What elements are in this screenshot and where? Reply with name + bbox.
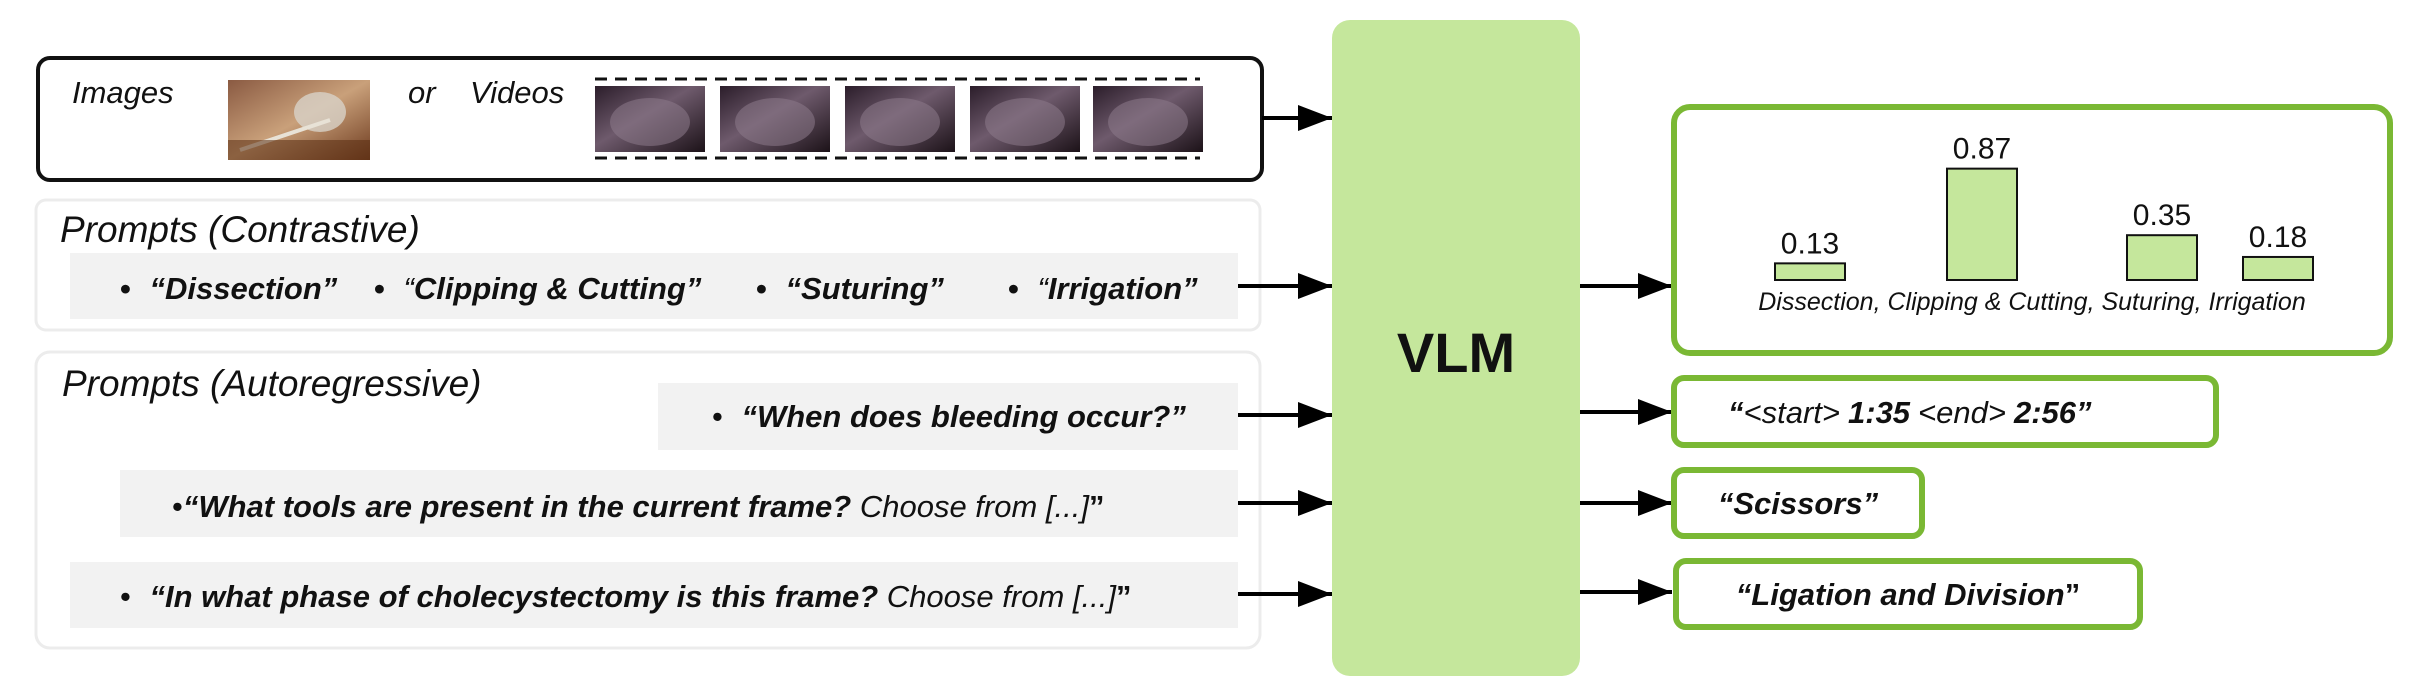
- images-label: Images: [72, 75, 174, 110]
- question-choose: Choose from [...]: [851, 489, 1090, 524]
- temporal-output: “<start>1:35<end>2:56”: [1728, 395, 2092, 430]
- question-text: “When does bleeding occur?”: [741, 399, 1186, 434]
- autoregressive-q2: •“What tools are present in the current …: [172, 489, 1104, 524]
- video-filmstrip: [595, 77, 1203, 160]
- prompt-close-quote: ”: [322, 271, 338, 306]
- autoregressive-q3: • “In what phase of cholecystectomy is t…: [120, 579, 1131, 614]
- autoregressive-q1-band: [658, 383, 1238, 450]
- tools-output-box: [1671, 467, 1925, 539]
- temporal-close-quote: ”: [2076, 395, 2092, 430]
- score-value-3: 0.35: [2133, 199, 2191, 232]
- video-frame-3: [845, 86, 955, 152]
- contrastive-prompt-1: • “Dissection”: [120, 271, 338, 306]
- question-text: “In what phase of cholecystectomy is thi…: [149, 579, 878, 614]
- prompt-open-quote: “: [1037, 271, 1049, 306]
- phase-close-quote: ”: [2065, 577, 2081, 612]
- bullet: •: [120, 271, 131, 306]
- prompt-open-quote: “: [403, 271, 415, 306]
- autoregressive-title: Prompts (Autoregressive): [62, 363, 481, 404]
- prompt-close-quote: ”: [928, 271, 944, 306]
- prompt-text: Dissection: [165, 271, 322, 306]
- autoregressive-q2-band: [120, 470, 1238, 537]
- prompt-open-quote: “: [785, 271, 801, 306]
- score-chart-box: [1671, 104, 2393, 356]
- prompt-close-quote: ”: [686, 271, 702, 306]
- score-value-4: 0.18: [2249, 221, 2307, 254]
- bullet: •: [172, 489, 183, 524]
- score-chart-categories: Dissection, Clipping & Cutting, Suturing…: [1758, 288, 2306, 316]
- prompt-close-quote: ”: [1182, 271, 1198, 306]
- tools-output: “Scissors”: [1718, 486, 1879, 521]
- phase-text: “Ligation and Division: [1736, 577, 2065, 612]
- video-frame-2: [720, 86, 830, 152]
- prompt-open-quote: “: [149, 271, 165, 306]
- video-frame-5: [1093, 86, 1203, 152]
- bullet: •: [756, 271, 767, 306]
- temporal-output-box: [1671, 375, 2219, 448]
- bullet: •: [1008, 271, 1019, 306]
- phase-output: “Ligation and Division”: [1736, 577, 2080, 612]
- or-label: or: [408, 75, 437, 110]
- score-bar-3: [2126, 234, 2198, 281]
- contrastive-title: Prompts (Contrastive): [60, 209, 420, 250]
- phase-output-box: [1673, 558, 2143, 630]
- bullet: •: [374, 271, 385, 306]
- score-value-1: 0.13: [1781, 227, 1839, 260]
- video-frame-4: [970, 86, 1080, 152]
- temporal-open-quote: “: [1728, 395, 1744, 430]
- prompt-text: Irrigation: [1048, 271, 1182, 306]
- question-choose: Choose from [...]: [878, 579, 1117, 614]
- question-close-quote: ”: [1089, 489, 1105, 524]
- score-bar-4: [2242, 255, 2314, 281]
- autoregressive-q1: • “When does bleeding occur?”: [712, 399, 1186, 434]
- vlm-block: [1332, 20, 1580, 676]
- contrastive-prompt-4: • “Irrigation”: [1008, 271, 1198, 306]
- prompt-text: Clipping & Cutting: [414, 271, 686, 306]
- temporal-start-time: 1:35: [1848, 395, 1911, 430]
- temporal-start-tag: <start>: [1744, 395, 1841, 430]
- videos-label: Videos: [470, 75, 564, 110]
- question-text: “What tools are present in the current f…: [183, 489, 851, 524]
- contrastive-prompt-band: [70, 253, 1238, 319]
- score-bar-1: [1774, 262, 1846, 281]
- prompt-text: Suturing: [801, 271, 928, 306]
- score-bars: 0.13 0.87 0.35 0.18: [1774, 133, 2314, 281]
- score-bar-2: [1946, 167, 2018, 281]
- bullet: •: [712, 399, 723, 434]
- input-image-thumbnail: [228, 80, 370, 160]
- vlm-label: VLM: [1397, 321, 1515, 384]
- video-frame-1: [595, 86, 705, 152]
- contrastive-prompt-2: • “Clipping & Cutting”: [374, 271, 702, 306]
- temporal-end-tag: <end>: [1918, 395, 2006, 430]
- question-close-quote: ”: [1116, 579, 1132, 614]
- bullet: •: [120, 579, 131, 614]
- autoregressive-q3-band: [70, 562, 1238, 628]
- score-value-2: 0.87: [1953, 133, 2011, 166]
- temporal-end-time: 2:56: [2013, 395, 2077, 430]
- contrastive-prompt-3: • “Suturing”: [756, 271, 944, 306]
